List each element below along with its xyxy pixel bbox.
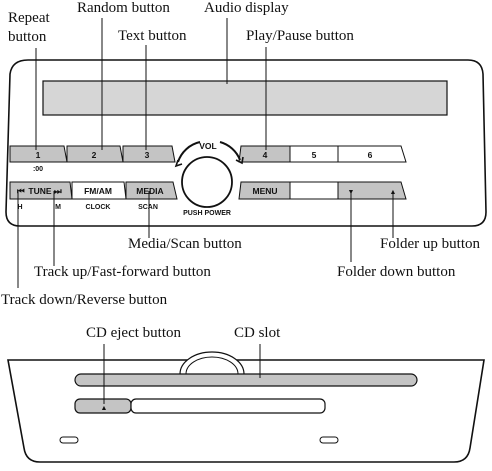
vol-label: VOL [199, 141, 216, 151]
function-row-right: MENU ▼ ▲ [238, 181, 407, 200]
fm-am-label: FM/AM [84, 186, 112, 196]
volume-knob-group: VOL PUSH POWER [174, 141, 244, 217]
preset-1-label: 1 [36, 150, 41, 160]
audio-display [42, 80, 448, 116]
preset-4-label: 4 [263, 150, 268, 160]
callout-random: Random button [77, 0, 170, 16]
tune-sub-h: H [17, 204, 22, 211]
audio-panel [5, 59, 487, 227]
callout-repeat-line2: button [8, 29, 47, 45]
volume-arc-right [219, 141, 241, 161]
function-row-left: ⏮ TUNE ⏭ FM/AM MEDIA H M CLOCK SCAN [9, 181, 178, 211]
push-power-label: PUSH POWER [183, 210, 231, 217]
media-sub: SCAN [138, 204, 158, 211]
volume-arrow-left-icon [174, 159, 183, 168]
folder-button[interactable] [337, 181, 407, 200]
preset-row-left: 1 2 3 :00 [9, 145, 176, 173]
callout-cd-eject: CD eject button [86, 325, 181, 341]
preset-5-label: 5 [312, 150, 317, 160]
tune-label: TUNE [28, 186, 51, 196]
fm-am-sub: CLOCK [86, 204, 111, 211]
menu-label: MENU [252, 186, 277, 196]
track-prev-icon: ⏮ [17, 186, 25, 196]
callout-folder-down: Folder down button [337, 264, 456, 280]
preset-row-right: 4 5 6 [238, 145, 407, 163]
preset-button-3[interactable] [122, 145, 176, 163]
callout-track-down: Track down/Reverse button [1, 292, 168, 308]
callout-audio-display: Audio display [204, 0, 289, 16]
cd-slot [74, 373, 418, 387]
track-next-icon: ⏭ [54, 186, 63, 196]
cd-lower-bar [130, 398, 326, 414]
volume-arrow-right-icon [235, 156, 244, 165]
leader-lines-bottom [17, 191, 394, 288]
cd-eject-icon: ▲ [101, 405, 108, 412]
media-label: MEDIA [136, 186, 163, 196]
callout-folder-up: Folder up button [380, 236, 480, 252]
preset-3-label: 3 [145, 150, 150, 160]
leader-lines-top [35, 18, 267, 150]
callout-track-up: Track up/Fast-forward button [34, 264, 211, 280]
tune-sub-m: M [55, 204, 61, 211]
callout-media-scan: Media/Scan button [128, 236, 242, 252]
preset-1-sub: :00 [33, 166, 43, 173]
callout-play-pause: Play/Pause button [246, 28, 354, 44]
preset-button-6[interactable] [337, 145, 407, 163]
cd-vent-right [319, 436, 339, 444]
volume-arc-left [177, 141, 201, 163]
callout-repeat-line1: Repeat [8, 10, 50, 26]
preset-2-label: 2 [92, 150, 97, 160]
blank-button[interactable] [289, 181, 339, 200]
media-button[interactable] [125, 181, 178, 200]
preset-6-label: 6 [368, 150, 373, 160]
leader-lines-cd [103, 344, 261, 404]
cd-unit: ▲ [7, 351, 485, 463]
callout-cd-slot: CD slot [234, 325, 281, 341]
callout-text: Text button [118, 28, 187, 44]
cd-vent-left [59, 436, 79, 444]
volume-knob[interactable] [181, 156, 233, 208]
